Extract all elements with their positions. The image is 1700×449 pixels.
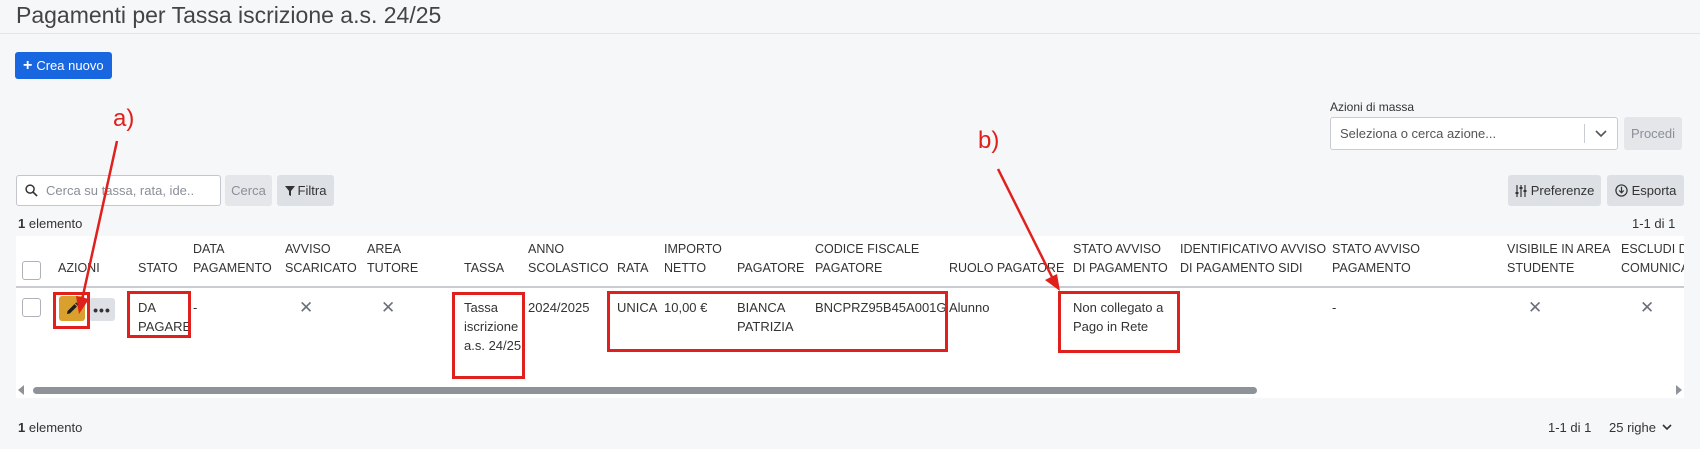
cross-icon: ✕ xyxy=(1640,298,1655,317)
cell-stato: DA PAGARE xyxy=(138,300,192,334)
annotation-box-stato xyxy=(127,291,191,338)
row-checkbox[interactable] xyxy=(22,298,41,317)
pagination-range: 1-1 di 1 xyxy=(1632,216,1676,231)
search-field[interactable] xyxy=(16,175,221,206)
annotation-box-stato-avviso xyxy=(1058,291,1180,353)
annotation-box-edit xyxy=(53,292,90,329)
mass-actions-label: Azioni di massa xyxy=(1330,100,1415,114)
search-input[interactable] xyxy=(46,183,216,198)
item-count: 1 elemento xyxy=(18,216,83,231)
header-visibile-tutore[interactable]: VISIBILE IN AREA TUTORE xyxy=(367,236,434,275)
header-anno-scolastico[interactable]: ANNO SCOLASTICO xyxy=(528,242,609,275)
header-stato[interactable]: STATO xyxy=(138,261,178,275)
header-data-verifica[interactable]: DATA ULTIMA VERIFICA STATO AVVISO PAGAME… xyxy=(1332,236,1471,275)
scroll-thumb[interactable] xyxy=(33,387,1257,394)
search-button[interactable]: Cerca xyxy=(225,175,272,206)
header-rata[interactable]: RATA xyxy=(617,261,649,275)
annotation-label-a: a) xyxy=(113,105,135,132)
scroll-left-icon[interactable] xyxy=(18,385,24,395)
header-ruolo-pagatore[interactable]: RUOLO PAGATORE xyxy=(949,261,1065,275)
cross-icon: ✕ xyxy=(1528,298,1543,317)
mass-actions-placeholder: Seleziona o cerca azione... xyxy=(1340,126,1497,141)
rows-per-page-select[interactable]: 25 righe xyxy=(1609,420,1672,435)
chevron-down-icon xyxy=(1662,424,1672,431)
title-divider xyxy=(0,33,1700,34)
header-codice-fiscale[interactable]: CODICE FISCALE PAGATORE xyxy=(815,242,920,275)
create-new-button[interactable]: + Crea nuovo xyxy=(15,52,112,79)
cell-rata: UNICA xyxy=(617,300,658,315)
pagination-range-bottom: 1-1 di 1 xyxy=(1548,420,1592,435)
annotation-box-payer xyxy=(607,291,948,352)
export-button[interactable]: Esporta xyxy=(1607,175,1684,206)
filter-button[interactable]: Filtra xyxy=(277,175,334,206)
scroll-right-icon[interactable] xyxy=(1676,385,1682,395)
mass-actions-select[interactable]: Seleziona o cerca azione... xyxy=(1330,117,1618,150)
payments-table: AZIONI STATO DATA PAGAMENTO AVVISO SCARI… xyxy=(16,236,1684,398)
rows-per-page-value: 25 righe xyxy=(1609,420,1656,435)
cell-stato-avviso: Non collegato a Pago in Rete xyxy=(1073,300,1164,334)
filter-label: Filtra xyxy=(297,183,327,198)
header-importo-netto[interactable]: IMPORTO NETTO xyxy=(664,242,722,275)
cell-data-verifica: - xyxy=(1332,300,1337,315)
proceed-button[interactable]: Procedi xyxy=(1624,117,1682,150)
horizontal-scrollbar[interactable] xyxy=(16,382,1684,398)
annotation-label-b: b) xyxy=(978,127,1000,154)
table-header-row: AZIONI STATO DATA PAGAMENTO AVVISO SCARI… xyxy=(16,236,1684,288)
sliders-icon xyxy=(1515,184,1527,197)
header-avviso-scaricato[interactable]: AVVISO SCARICATO xyxy=(285,242,357,275)
export-label: Esporta xyxy=(1631,183,1677,198)
cell-codice-fiscale: BNCPRZ95B45A001G xyxy=(815,300,947,315)
select-separator xyxy=(1584,124,1585,143)
header-stato-avviso[interactable]: STATO AVVISO DI PAGAMENTO xyxy=(1073,242,1168,275)
header-escludi[interactable]: ESCLUDI DA COMUNICAZ xyxy=(1621,242,1684,275)
cell-anno: 2024/2025 xyxy=(528,300,590,315)
create-new-label: Crea nuovo xyxy=(36,58,104,73)
header-pagatore[interactable]: PAGATORE xyxy=(737,261,805,275)
chevron-down-icon[interactable] xyxy=(1585,129,1617,138)
cross-icon: ✕ xyxy=(299,298,314,317)
cell-pagatore: BIANCA PATRIZIA xyxy=(737,300,794,334)
filter-icon xyxy=(284,185,295,196)
download-icon xyxy=(1614,184,1628,197)
annotation-box-tassa xyxy=(452,292,525,379)
preferences-button[interactable]: Preferenze xyxy=(1508,175,1601,206)
cell-importo: 10,00 € xyxy=(664,300,708,315)
header-azioni: AZIONI xyxy=(58,261,100,275)
preferences-label: Preferenze xyxy=(1530,183,1595,198)
plus-icon: + xyxy=(23,56,33,74)
more-actions-button[interactable]: ••• xyxy=(89,298,115,321)
header-visibile-studente[interactable]: VISIBILE IN AREA STUDENTE xyxy=(1507,242,1610,275)
select-all-checkbox[interactable] xyxy=(22,261,41,280)
search-icon xyxy=(25,184,38,197)
cross-icon: ✕ xyxy=(381,298,396,317)
cell-data-pagamento: - xyxy=(193,300,198,315)
header-data-pagamento[interactable]: DATA PAGAMENTO xyxy=(193,242,272,275)
table-row: ••• DA PAGARE - ✕ ✕ Tassa iscrizione a.s… xyxy=(16,288,1684,378)
cell-tassa: Tassa iscrizione a.s. 24/25 xyxy=(464,300,522,353)
cell-ruolo: Alunno xyxy=(949,300,990,315)
header-identificativo[interactable]: IDENTIFICATIVO AVVISO DI PAGAMENTO SIDI xyxy=(1180,242,1327,275)
header-tassa[interactable]: TASSA xyxy=(464,261,505,275)
item-count-bottom: 1 elemento xyxy=(18,420,83,435)
page-title: Pagamenti per Tassa iscrizione a.s. 24/2… xyxy=(16,2,442,28)
